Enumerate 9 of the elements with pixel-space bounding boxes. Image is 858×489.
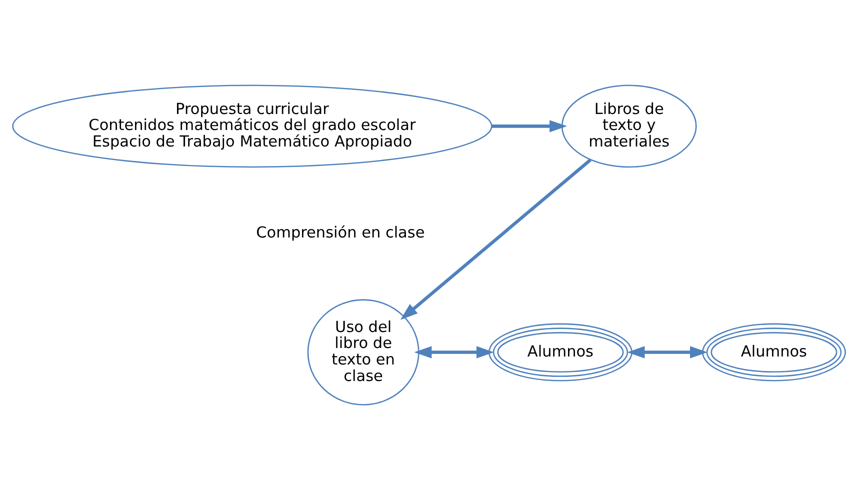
arrow: [627, 346, 708, 358]
node-ellipse: Alumnos: [488, 322, 632, 381]
arrow: [400, 158, 592, 320]
arrow: [492, 120, 568, 132]
node-ellipse: Libros de texto y materiales: [561, 84, 697, 168]
node-ellipse: Propuesta curricular Contenidos matemáticos del grado escolar Espacio de Trabajo Matemático Apropiado: [12, 84, 492, 168]
arrow: [414, 346, 494, 358]
node-ellipse: Alumnos: [702, 322, 846, 381]
label: Comprensión en clase: [256, 222, 425, 241]
